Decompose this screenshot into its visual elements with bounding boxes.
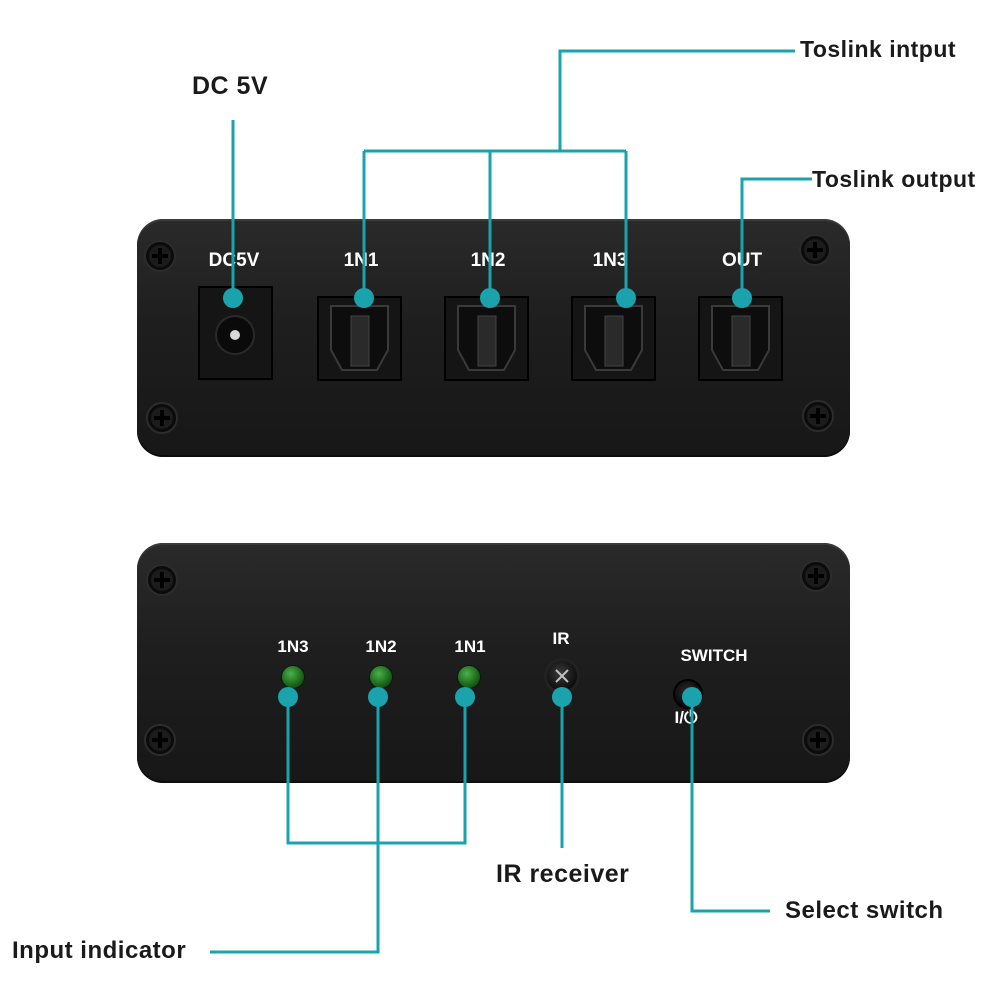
anchor-dot [278,687,298,707]
anchor-dot [616,288,636,308]
leader-toslink-output [740,177,812,298]
leader-select-switch [690,697,770,913]
label-in1: 1N1 [343,250,379,271]
led-in3 [281,665,305,689]
screw-icon [143,239,177,273]
toslink-port-in3[interactable] [571,296,656,381]
front-panel: 1N3 1N2 1N1 IR SWITCH I/⏻ [137,543,850,783]
screw-icon [143,723,177,757]
toslink-port-in1[interactable] [317,296,402,381]
toslink-port-out[interactable] [698,296,783,381]
anchor-dot [455,687,475,707]
anchor-dot [480,288,500,308]
screw-icon [801,399,835,433]
switch-label: SWITCH [680,646,748,665]
leader-toslink-input [362,49,795,298]
label-in2: 1N2 [470,250,506,271]
anchor-dot [354,288,374,308]
callout-input-indicator: Input indicator [12,937,187,964]
ir-label: IR [552,629,570,648]
callout-toslink-input: Toslink intput [800,36,957,62]
screw-icon [801,723,835,757]
anchor-dot [223,288,243,308]
callout-dc5v: DC 5V [192,72,269,100]
leader-input-indicator [210,697,467,954]
led-label-in3: 1N3 [277,637,309,656]
led-in2 [369,665,393,689]
screw-icon [145,563,179,597]
label-in3: 1N3 [592,250,628,271]
anchor-dot [368,687,388,707]
screw-icon [799,559,833,593]
callout-toslink-output: Toslink output [812,166,976,192]
screw-icon [145,401,179,435]
screw-icon [798,233,832,267]
led-label-in2: 1N2 [365,637,397,656]
anchor-dot [732,288,752,308]
rear-panel: DC5V 1N1 1N2 1N3 OUT [137,219,850,457]
led-label-in1: 1N1 [454,637,486,656]
anchor-dot [552,687,572,707]
anchor-dot [682,687,702,707]
callout-ir-receiver: IR receiver [496,860,630,888]
callout-select-switch: Select switch [785,897,944,924]
